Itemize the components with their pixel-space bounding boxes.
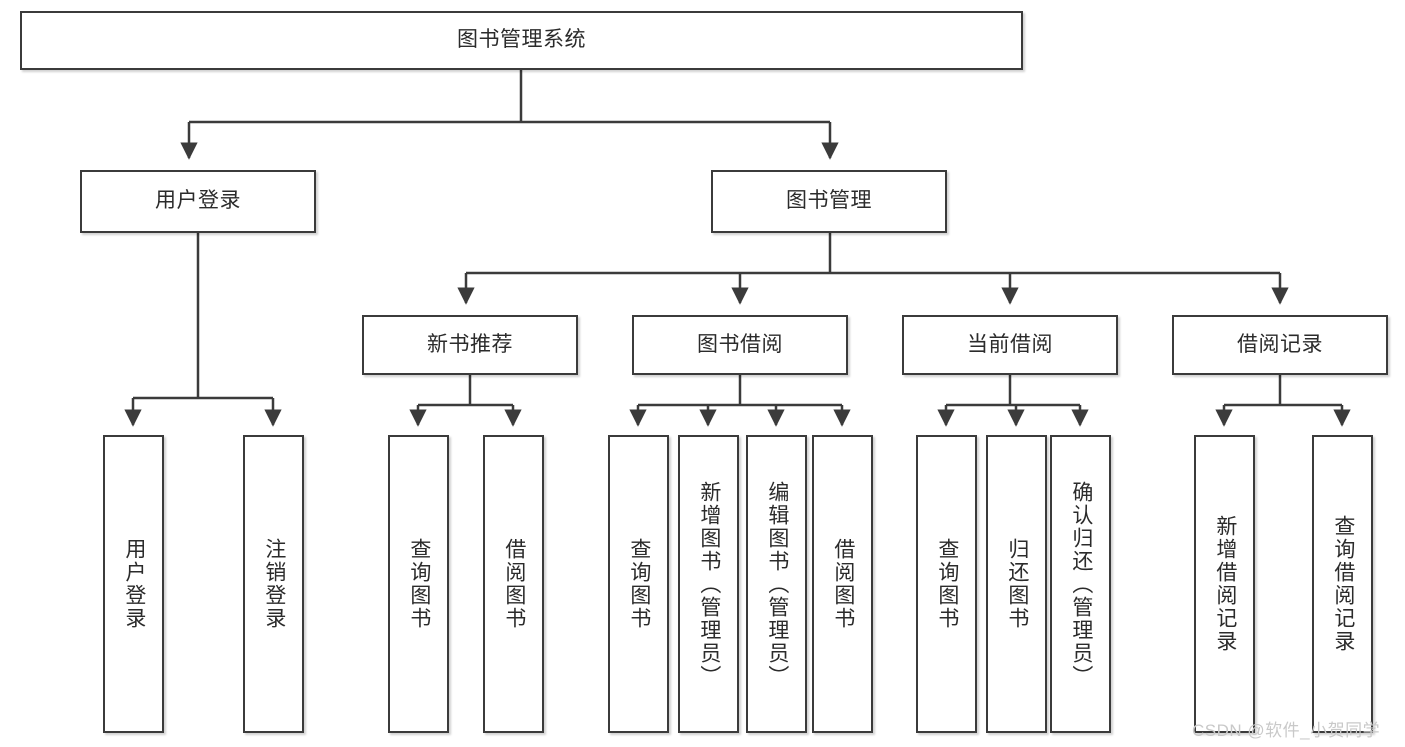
node-leaf-return-book[interactable]: 归还图书	[986, 435, 1047, 733]
node-leaf-borrow-book-2-label: 借阅图书	[831, 538, 855, 630]
node-book-borrow[interactable]: 图书借阅	[632, 315, 848, 375]
node-user-login[interactable]: 用户登录	[80, 170, 316, 233]
node-leaf-query-book-3[interactable]: 查询图书	[916, 435, 977, 733]
node-leaf-query-book-1-label: 查询图书	[407, 538, 431, 630]
node-leaf-logout-login[interactable]: 注销登录	[243, 435, 304, 733]
node-current-borrow[interactable]: 当前借阅	[902, 315, 1118, 375]
node-leaf-logout-login-label: 注销登录	[262, 538, 286, 630]
node-leaf-edit-book-label: 编辑图书（管理员）	[765, 480, 789, 688]
node-new-book-recommend[interactable]: 新书推荐	[362, 315, 578, 375]
node-current-borrow-label: 当前借阅	[967, 332, 1053, 356]
node-leaf-user-login-label: 用户登录	[122, 538, 146, 630]
node-leaf-query-book-1[interactable]: 查询图书	[388, 435, 449, 733]
node-root[interactable]: 图书管理系统	[20, 11, 1023, 70]
node-book-manage-label: 图书管理	[786, 189, 872, 213]
node-leaf-add-record-label: 新增借阅记录	[1213, 515, 1237, 653]
node-new-book-recommend-label: 新书推荐	[427, 332, 513, 356]
node-borrow-record-label: 借阅记录	[1237, 332, 1323, 356]
node-leaf-add-book[interactable]: 新增图书（管理员）	[678, 435, 739, 733]
node-leaf-add-record[interactable]: 新增借阅记录	[1194, 435, 1255, 733]
node-leaf-query-record-label: 查询借阅记录	[1331, 515, 1355, 653]
node-root-label: 图书管理系统	[457, 28, 586, 52]
node-leaf-confirm-return[interactable]: 确认归还（管理员）	[1050, 435, 1111, 733]
node-book-manage[interactable]: 图书管理	[711, 170, 947, 233]
node-leaf-query-record[interactable]: 查询借阅记录	[1312, 435, 1373, 733]
node-leaf-query-book-3-label: 查询图书	[935, 538, 959, 630]
node-leaf-borrow-book-1-label: 借阅图书	[502, 538, 526, 630]
node-leaf-query-book-2-label: 查询图书	[627, 538, 651, 630]
node-leaf-borrow-book-2[interactable]: 借阅图书	[812, 435, 873, 733]
node-book-borrow-label: 图书借阅	[697, 332, 783, 356]
node-leaf-user-login[interactable]: 用户登录	[103, 435, 164, 733]
node-leaf-add-book-label: 新增图书（管理员）	[697, 480, 721, 688]
node-leaf-confirm-return-label: 确认归还（管理员）	[1069, 480, 1093, 688]
node-leaf-return-book-label: 归还图书	[1005, 538, 1029, 630]
node-leaf-borrow-book-1[interactable]: 借阅图书	[483, 435, 544, 733]
node-borrow-record[interactable]: 借阅记录	[1172, 315, 1388, 375]
node-user-login-label: 用户登录	[155, 189, 241, 213]
node-leaf-edit-book[interactable]: 编辑图书（管理员）	[746, 435, 807, 733]
node-leaf-query-book-2[interactable]: 查询图书	[608, 435, 669, 733]
